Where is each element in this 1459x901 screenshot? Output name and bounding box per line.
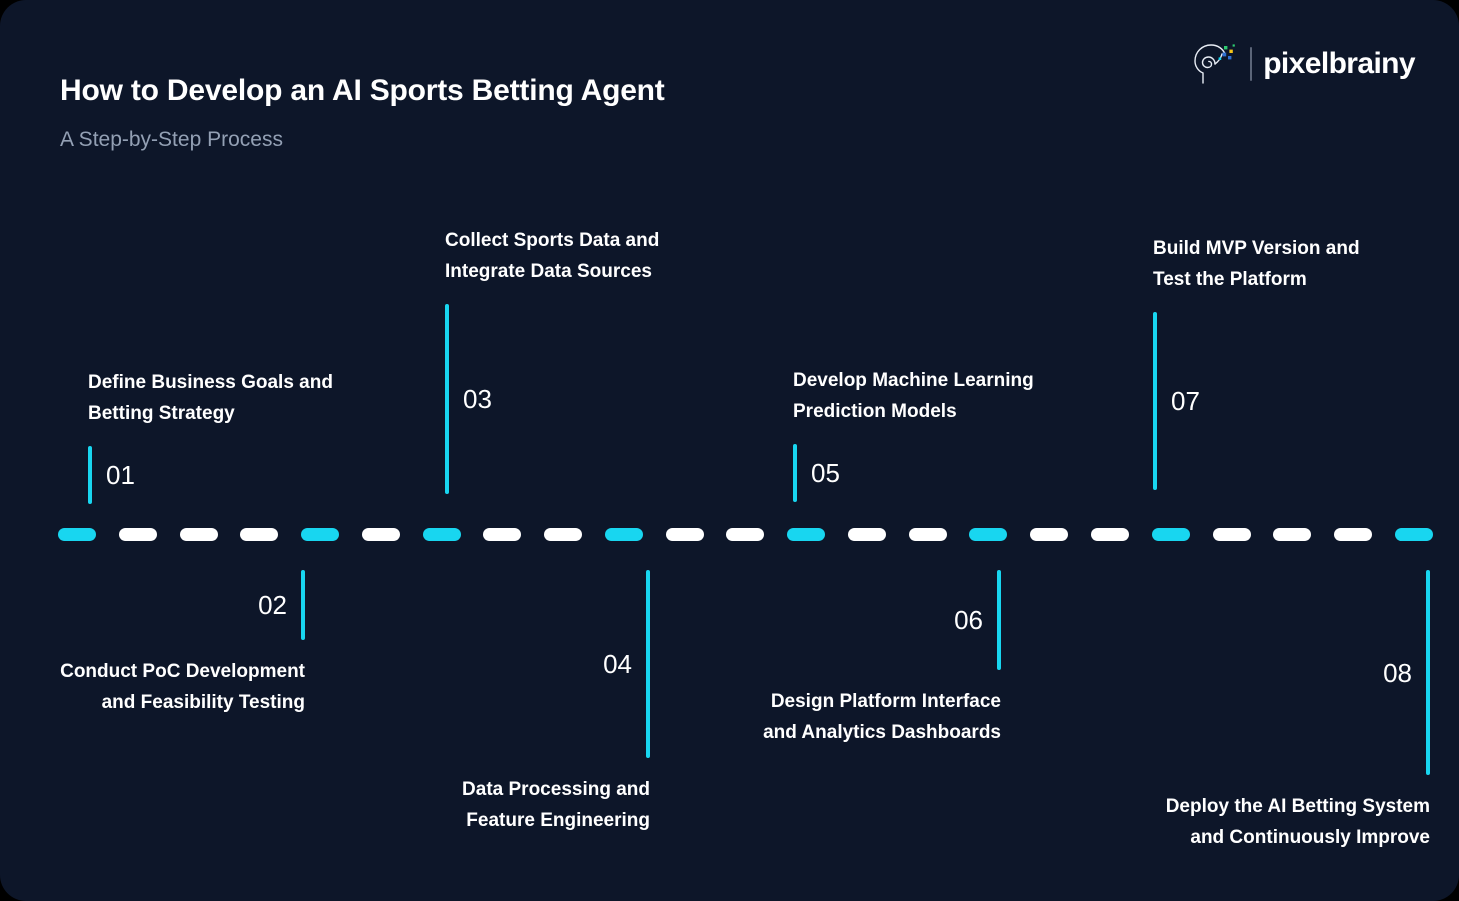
timeline-dash — [1091, 527, 1130, 541]
step-number-row: 03 — [445, 303, 735, 494]
step-number: 06 — [954, 605, 983, 635]
timeline-dash — [1151, 527, 1190, 541]
timeline-dash — [665, 527, 704, 541]
step-title: Data Processing and Feature Engineering — [462, 779, 650, 832]
step-accent-bar — [301, 570, 305, 640]
page-subtitle: A Step-by-Step Process — [60, 128, 283, 151]
step-number-row: 01 — [88, 445, 388, 504]
step-number-row: 08 — [1100, 570, 1430, 775]
step-block-01: Define Business Goals and Betting Strate… — [88, 367, 388, 504]
step-accent-bar — [445, 303, 449, 494]
timeline-dash — [361, 527, 400, 541]
step-number: 02 — [258, 590, 287, 620]
step-number: 08 — [1383, 657, 1412, 688]
step-title: Conduct PoC Development and Feasibility … — [60, 661, 305, 714]
page-title: How to Develop an AI Sports Betting Agen… — [60, 74, 665, 107]
timeline-dash — [1273, 527, 1312, 541]
timeline-dash — [1334, 527, 1373, 541]
step-number-row: 06 — [701, 570, 1001, 670]
brain-head-icon — [1194, 44, 1236, 84]
step-number-row: 04 — [400, 570, 650, 758]
step-number-row: 07 — [1153, 311, 1453, 490]
step-title: Deploy the AI Betting System and Continu… — [1165, 796, 1430, 849]
timeline-dash — [58, 527, 96, 541]
step-accent-bar — [997, 570, 1001, 670]
step-title: Develop Machine Learning Prediction Mode… — [793, 370, 1034, 423]
step-number-row: 02 — [5, 570, 305, 640]
timeline-dash — [1212, 527, 1251, 541]
step-accent-bar — [1426, 570, 1430, 775]
logo-divider — [1250, 47, 1253, 81]
brand-logo: pixelbrainy — [1191, 40, 1416, 88]
step-title: Collect Sports Data and Integrate Data S… — [445, 230, 660, 283]
step-number-row: 05 — [793, 443, 1093, 502]
timeline-dash — [483, 527, 522, 541]
timeline-dash — [908, 527, 947, 541]
timeline-dash — [604, 527, 643, 541]
timeline-dash — [787, 527, 826, 541]
step-block-03: Collect Sports Data and Integrate Data S… — [445, 225, 735, 494]
step-number: 01 — [106, 459, 135, 490]
timeline-dash — [544, 527, 583, 541]
step-title: Define Business Goals and Betting Strate… — [88, 372, 333, 425]
timeline-dash — [179, 527, 218, 541]
step-block-07: Build MVP Version and Test the Platform 0… — [1153, 233, 1453, 490]
timeline-dash — [301, 527, 340, 541]
step-accent-bar — [1153, 311, 1157, 490]
timeline-dash — [1394, 527, 1433, 541]
brand-name: pixelbrainy — [1263, 47, 1415, 80]
step-number: 07 — [1171, 385, 1200, 416]
step-accent-bar — [646, 570, 650, 758]
timeline-dash — [118, 527, 157, 541]
step-accent-bar — [793, 443, 797, 502]
step-block-05: Develop Machine Learning Prediction Mode… — [793, 365, 1093, 502]
step-number: 03 — [463, 383, 492, 414]
timeline-dash — [240, 527, 279, 541]
step-title: Design Platform Interface and Analytics … — [763, 691, 1001, 744]
timeline-dash — [969, 527, 1008, 541]
timeline-dash — [1030, 527, 1069, 541]
step-title: Build MVP Version and Test the Platform — [1153, 238, 1360, 291]
step-accent-bar — [88, 445, 92, 504]
timeline-dash — [726, 527, 765, 541]
timeline-dash — [847, 527, 886, 541]
timeline-track — [58, 527, 1433, 541]
step-number: 04 — [603, 649, 632, 679]
timeline-dash — [422, 527, 461, 541]
step-number: 05 — [811, 457, 840, 488]
